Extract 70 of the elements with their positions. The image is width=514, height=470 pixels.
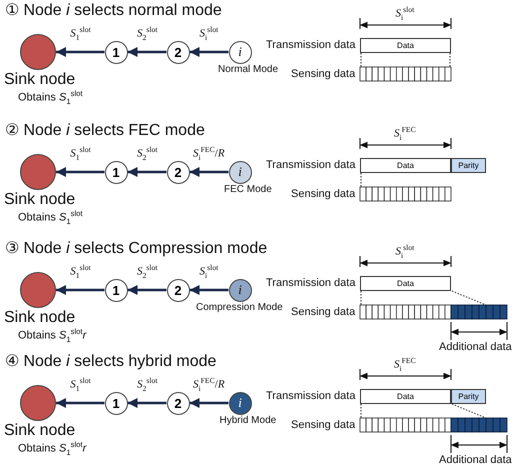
data-field-box: Data [360, 389, 451, 404]
arrow [56, 47, 104, 57]
arrow [128, 47, 166, 57]
section-heading: ④ Node i selects hybrid mode [5, 353, 216, 371]
dotted-connector [360, 404, 362, 418]
sink-node-circle [20, 385, 56, 421]
mode-caption: Compression Mode [196, 302, 283, 313]
section-heading: ③ Node i selects Compression mode [5, 240, 268, 258]
parity-field-box: Parity [451, 158, 486, 173]
sink-node-circle [20, 34, 56, 70]
sensing-data-bar [360, 66, 452, 82]
arrow [190, 398, 228, 408]
relay-node-circle: 2 [166, 278, 190, 302]
sensing-data-bar [360, 186, 452, 202]
arrow [128, 167, 166, 177]
arrow [56, 285, 104, 295]
edge-label: S$_{i}$$^{FEC}$/R [193, 377, 225, 394]
source-node-circle: i [228, 40, 252, 64]
row-label: Sensing data [291, 306, 356, 318]
relay-node-circle: 2 [166, 40, 190, 64]
sensing-data-bar [360, 418, 508, 432]
node-note: Obtains S$_{1}$$^{slot}$r [18, 441, 86, 458]
dotted-connector [360, 172, 362, 188]
arrow [190, 285, 228, 295]
node-caption: Sink node [4, 191, 76, 209]
source-node-circle: i [228, 278, 252, 302]
dimension-label: Additional data [439, 454, 512, 466]
relay-node-circle: 2 [166, 160, 190, 184]
dotted-connector [360, 52, 362, 68]
node-caption: Sink node [4, 309, 76, 327]
relay-node-circle: 1 [104, 40, 128, 64]
data-field-box: Data [360, 276, 451, 291]
row-label: Transmission data [266, 390, 356, 402]
arrow [128, 285, 166, 295]
node-caption: Sink node [4, 422, 76, 440]
source-node-circle: i [228, 160, 252, 184]
edge-label: S$_{i}$$^{FEC}$/R [193, 146, 225, 162]
source-node-circle: i [228, 392, 252, 414]
parity-field-box: Parity [451, 389, 486, 404]
dimension-label: Additional data [439, 341, 512, 354]
section-heading: ① Node i selects normal mode [5, 2, 222, 20]
mode-caption: Normal Mode [218, 64, 278, 75]
node-note: Obtains S$_{1}$$^{slot}$r [18, 328, 86, 344]
relay-node-circle: 1 [104, 160, 128, 184]
arrow [128, 398, 166, 408]
arrow [56, 398, 104, 408]
dotted-connector [360, 290, 362, 306]
row-label: Transmission data [266, 159, 356, 172]
relay-node-circle: 1 [104, 278, 128, 302]
node-caption: Sink node [4, 71, 76, 89]
sensing-data-bar [360, 304, 508, 320]
arrow [190, 47, 228, 57]
sink-node-circle [20, 154, 56, 190]
sink-node-circle [20, 272, 56, 308]
dotted-connector [452, 290, 486, 306]
data-field-box: Data [360, 38, 451, 53]
arrow [190, 167, 228, 177]
row-label: Transmission data [266, 277, 356, 290]
row-label: Transmission data [266, 39, 356, 52]
row-label: Sensing data [291, 419, 356, 432]
relay-node-circle: 2 [166, 392, 190, 414]
relay-node-circle: 1 [104, 392, 128, 414]
data-field-box: Data [360, 158, 451, 173]
section-heading: ② Node i selects FEC mode [5, 122, 205, 140]
row-label: Sensing data [291, 68, 356, 80]
row-label: Sensing data [291, 188, 356, 200]
dotted-connector [452, 404, 486, 418]
arrow [56, 167, 104, 177]
mode-caption: FEC Mode [224, 184, 272, 195]
mode-caption: Hybrid Mode [220, 415, 276, 426]
